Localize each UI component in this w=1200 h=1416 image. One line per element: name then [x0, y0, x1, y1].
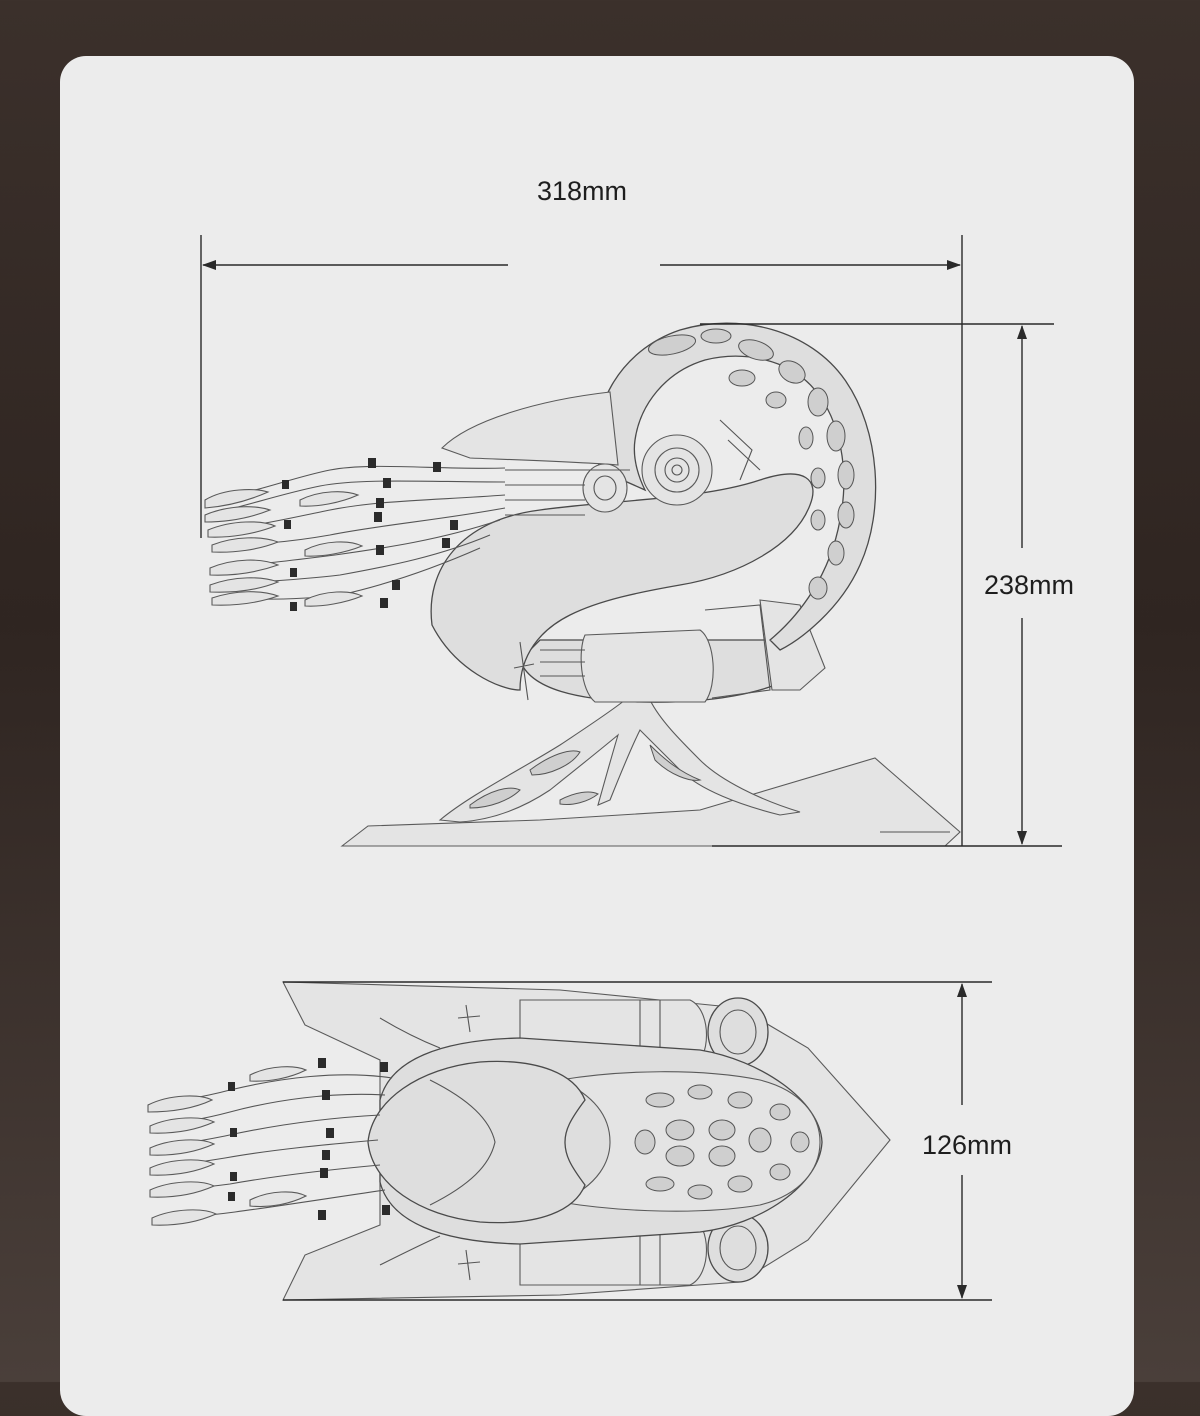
side-cylinder [580, 629, 714, 703]
top-shell-lattice [634, 1084, 810, 1200]
side-height-dimension [700, 323, 1062, 847]
top-shell [558, 1071, 821, 1212]
top-cables [147, 1058, 393, 1226]
width-label: 318mm [537, 176, 627, 206]
dimension-drawing: 318mm 238mm 126mm [147, 176, 1074, 1301]
side-mechanism [505, 419, 761, 516]
side-cables [204, 458, 506, 611]
top-depth-dimension [283, 981, 992, 1301]
height-label: 238mm [984, 570, 1074, 600]
side-view [204, 322, 961, 847]
top-head-plate [367, 1060, 586, 1224]
side-base-plate [340, 757, 961, 847]
side-width-dimension [200, 235, 963, 846]
side-shell-lattice [647, 328, 855, 600]
side-head-plate [440, 391, 619, 466]
top-view [147, 981, 891, 1301]
depth-label: 126mm [922, 1130, 1012, 1160]
